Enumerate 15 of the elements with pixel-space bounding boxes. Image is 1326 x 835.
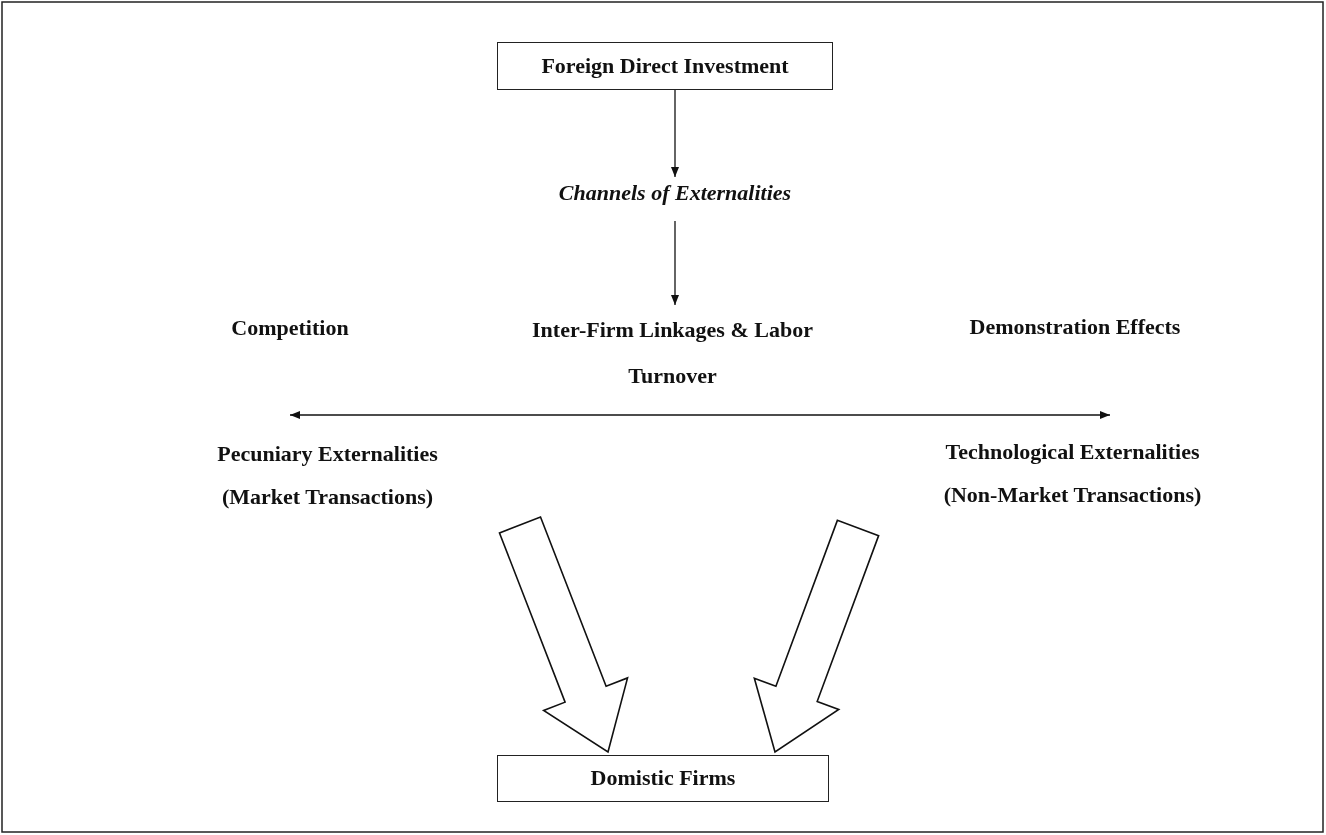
block-arrow	[498, 516, 629, 754]
channel-label: Demonstration Effects	[969, 313, 1181, 341]
arrow	[671, 89, 679, 178]
channel-label: Inter-Firm Linkages & Labor Turnover	[531, 315, 814, 390]
process-box: Domistic Firms	[497, 755, 829, 802]
process-box: Foreign Direct Investment	[497, 42, 833, 90]
arrow	[671, 220, 679, 306]
block-arrow	[753, 519, 880, 754]
channel-label: Competition	[231, 314, 349, 342]
externality-label: Pecuniary Externalities	[217, 440, 438, 469]
externality-label: (Non-Market Transactions)	[943, 481, 1202, 509]
channel-heading: Channels of Externalities	[558, 179, 792, 207]
externality-label: Technological Externalities	[945, 438, 1200, 467]
externality-label: (Market Transactions)	[221, 483, 434, 511]
arrow	[289, 411, 1111, 419]
